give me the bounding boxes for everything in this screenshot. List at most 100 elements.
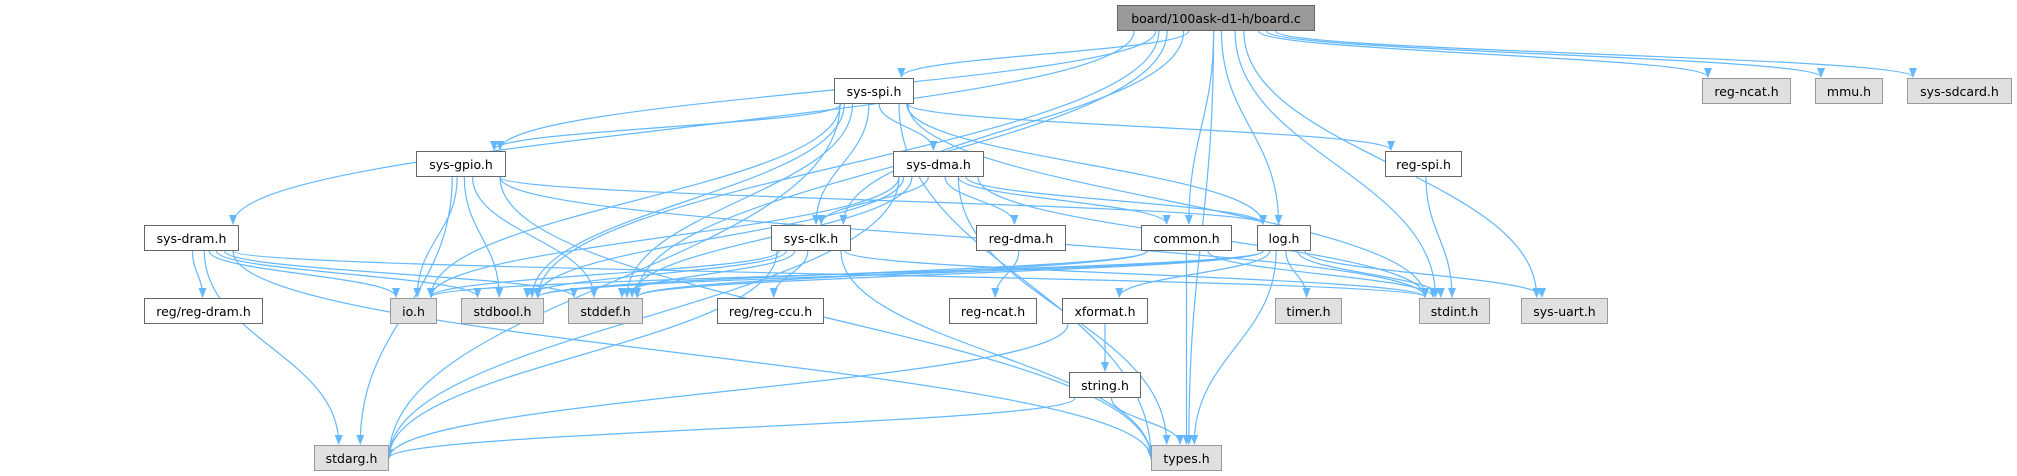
edge-sys_spi-to-reg_spi [907,103,1395,151]
node-label: sys-uart.h [1533,303,1596,319]
edge-log-to-timer [1285,250,1311,298]
edge-log-to-xformat [1115,250,1271,298]
node-stddef: stddef.h [568,298,643,324]
node-log[interactable]: log.h [1257,225,1311,251]
edge-reg_spi-to-stdint [1425,176,1457,298]
node-label: sys-dram.h [156,230,227,246]
node-stdint: stdint.h [1419,298,1490,324]
node-reg-dram[interactable]: reg/reg-dram.h [144,298,263,324]
edge-sys_dram-to-stdbool [215,250,482,298]
edge-log-to-sys_uart [1304,250,1546,298]
node-label: board/100ask-d1-h/board.c [1131,10,1301,26]
node-stdarg: stdarg.h [314,445,389,471]
node-label: string.h [1081,377,1129,393]
node-label: sys-dma.h [906,156,971,172]
edge-sys_dma-to-stdbool [533,176,905,298]
edge-sys_spi-to-sys_dma [878,103,938,151]
edge-board-to-reg_ncat_top [1257,30,1712,78]
node-reg-ncat-top: reg-ncat.h [1702,78,1791,104]
edge-sys_spi-to-sys_clk [812,103,870,225]
node-timer: timer.h [1275,298,1342,324]
node-reg-dma[interactable]: reg-dma.h [976,225,1066,251]
edge-reg_dma-to-reg_ncat [991,250,1020,298]
edge-log-to-stdbool [534,250,1264,298]
edge-xformat-to-stdarg [385,323,1069,459]
node-sys-uart: sys-uart.h [1521,298,1608,324]
edge-sys_dma-to-sys_clk [817,176,929,225]
edge-sys_gpio-to-types [499,176,1155,459]
edge-sys_dram-to-io [208,250,400,298]
node-label: mmu.h [1826,83,1872,99]
edge-string-to-stdarg [385,397,1076,459]
node-stdbool: stdbool.h [461,298,544,324]
node-board: board/100ask-d1-h/board.c [1117,5,1315,31]
edge-sys_clk-to-stddef [618,250,796,298]
node-label: sys-clk.h [783,230,839,246]
node-sys-dma[interactable]: sys-dma.h [893,151,984,177]
edge-sys_dma-to-reg_dma [944,176,1019,225]
edge-sys_gpio-to-stddef [471,176,598,298]
edge-sys_gpio-to-stdint [499,176,1429,298]
edge-sys_clk-to-reg_ccu [769,250,809,298]
node-label: reg/reg-ccu.h [728,303,813,319]
edge-sys_gpio-to-log [499,176,1267,225]
edge-log-to-io [427,250,1264,298]
node-label: stdarg.h [325,450,378,466]
edge-sys_spi-to-stddef [623,103,854,298]
edge-sys_dram-to-stddef [224,250,578,298]
edge-board-to-log [1220,30,1283,225]
edge-sys_clk-to-io [427,250,780,298]
edge-sys_spi-to-stdint [907,103,1429,298]
node-string[interactable]: string.h [1069,372,1141,398]
node-reg-spi[interactable]: reg-spi.h [1385,151,1462,177]
node-label: io.h [402,303,425,319]
edge-board-to-mmu [1266,30,1825,78]
node-mmu: mmu.h [1815,78,1883,104]
edge-board-to-common [1184,30,1215,225]
node-label: types.h [1163,450,1210,466]
edge-board-to-sys_sdcard [1274,30,1917,78]
edge-sys_gpio-to-stdbool [463,176,504,298]
edge-sys_clk-to-stdint [844,250,1429,298]
node-label: timer.h [1286,303,1331,319]
node-reg-ccu[interactable]: reg/reg-ccu.h [717,298,824,324]
node-label: stdbool.h [473,303,532,319]
edge-sys_clk-to-stdarg [385,250,778,459]
edge-board-to-stdbool [534,30,1160,298]
node-io: io.h [390,298,437,324]
edge-log-to-stdint [1297,250,1445,298]
node-sys-clk[interactable]: sys-clk.h [771,225,851,251]
node-common[interactable]: common.h [1141,225,1232,251]
node-sys-sdcard: sys-sdcard.h [1907,78,2012,104]
edge-sys_dma-to-stdarg [385,176,900,459]
node-types: types.h [1151,445,1222,471]
node-label: sys-spi.h [846,83,902,99]
edge-log-to-stddef [633,250,1264,298]
node-label: reg/reg-dram.h [156,303,251,319]
edge-string-to-types [1110,397,1184,445]
edge-board-to-sys_dram [229,30,1135,225]
node-sys-spi[interactable]: sys-spi.h [834,78,914,104]
node-label: xformat.h [1074,303,1136,319]
node-label: reg-dma.h [988,230,1054,246]
node-reg-ncat[interactable]: reg-ncat.h [949,298,1037,324]
edge-sys_clk-to-types [840,250,1155,459]
edge-sys_dma-to-common [957,176,1171,225]
edge-sys_spi-to-stdarg [385,103,841,459]
edge-sys_dram-to-types [232,250,1155,459]
edge-board-to-sys_clk [839,30,1185,225]
edge-sys_spi-to-log [906,103,1267,225]
node-label: stddef.h [580,303,631,319]
edge-sys_spi-to-io [427,103,841,298]
edge-board-to-stdint [1234,30,1440,298]
node-label: reg-spi.h [1396,156,1451,172]
node-label: sys-sdcard.h [1920,83,1999,99]
node-xformat[interactable]: xformat.h [1062,298,1148,324]
node-sys-dram[interactable]: sys-dram.h [144,225,239,251]
edge-board-to-sys_gpio [496,30,1157,151]
edge-sys_spi-to-sys_gpio [490,103,842,151]
node-label: sys-gpio.h [429,156,493,172]
node-sys-gpio[interactable]: sys-gpio.h [416,151,506,177]
node-label: reg-ncat.h [960,303,1026,319]
